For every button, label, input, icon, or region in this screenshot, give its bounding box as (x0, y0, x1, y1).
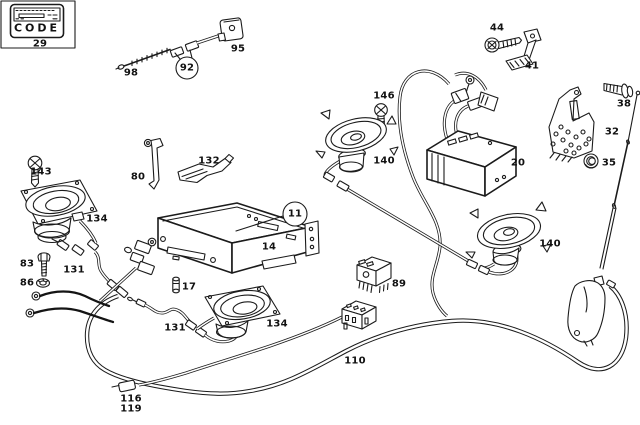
bracket-132 (177, 153, 235, 184)
part-label-80: 80 (130, 171, 146, 183)
part-label-83: 83 (19, 258, 35, 270)
code-card-text: CODE (13, 21, 61, 35)
relay-89 (356, 256, 392, 294)
washer-86 (35, 278, 51, 288)
bracket-32 (548, 86, 595, 163)
radio-plug-wire (98, 266, 138, 303)
antenna-base (567, 275, 616, 347)
antenna-mast (599, 90, 640, 270)
part-label-131-left: 131 (63, 264, 85, 276)
bracket-80 (143, 137, 164, 190)
amplifier-wiring (442, 71, 499, 143)
harness-branch-cable (111, 315, 343, 393)
part-label-86: 86 (19, 277, 35, 289)
speaker-134-left (20, 179, 98, 244)
part-label-17: 17 (181, 281, 197, 293)
part-label-92: 92 (179, 62, 195, 74)
part-label-29: 29 (32, 38, 48, 50)
part-label-134-left: 134 (86, 213, 108, 225)
bolt-83 (37, 252, 51, 277)
amplifier-cable (397, 69, 451, 318)
part-label-35: 35 (601, 157, 617, 169)
screw-44 (484, 36, 523, 53)
pin-17 (172, 276, 180, 294)
part-label-119: 119 (120, 403, 142, 415)
speaker-134-bottom (196, 285, 281, 339)
speaker-140-right (465, 201, 552, 276)
part-label-140-right: 140 (539, 238, 561, 250)
bracket-41 (505, 28, 542, 71)
part-label-110: 110 (344, 355, 366, 367)
code-card-box (0, 0, 76, 49)
nut-35 (583, 153, 599, 169)
speaker-140-front (315, 109, 399, 192)
callout-92 (174, 49, 199, 80)
connector-block (341, 300, 377, 330)
part-label-95: 95 (230, 43, 246, 55)
screw-38 (603, 82, 634, 99)
speaker-link-cable (346, 187, 471, 264)
part-label-41: 41 (524, 60, 540, 72)
part-label-146: 146 (373, 90, 395, 102)
amplifier-20 (426, 130, 517, 197)
part-label-98: 98 (123, 67, 139, 79)
part-label-20: 20 (510, 157, 526, 169)
part-label-38: 38 (616, 98, 632, 110)
part-label-143: 143 (30, 166, 52, 178)
part-label-32: 32 (604, 126, 620, 138)
part-label-132: 132 (198, 155, 220, 167)
part-label-134-bottom: 134 (266, 318, 288, 330)
ground-wires (25, 290, 115, 324)
part-label-140-front: 140 (373, 155, 395, 167)
part-label-89: 89 (391, 278, 407, 290)
wiring-harness-110 (84, 284, 629, 396)
radio-14 (124, 202, 320, 276)
antenna-lead-assembly-92 (115, 17, 244, 70)
part-label-116: 116 (120, 393, 142, 405)
callout-11 (235, 201, 308, 232)
part-label-11: 11 (287, 208, 303, 220)
part-label-44: 44 (489, 22, 505, 34)
part-label-14: 14 (261, 241, 277, 253)
screw-143 (27, 155, 43, 188)
part-label-131-right: 131 (164, 322, 186, 334)
